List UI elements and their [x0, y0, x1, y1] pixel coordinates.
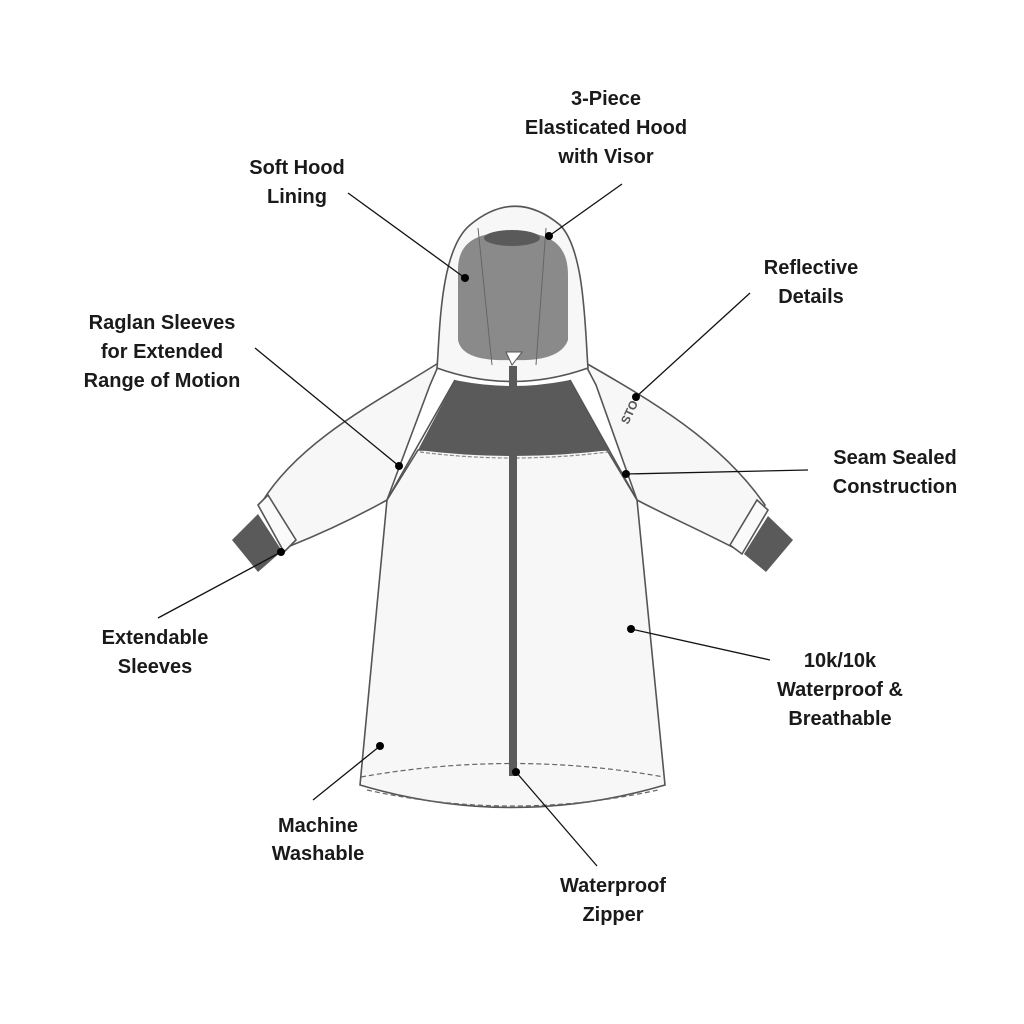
right-sleeve [582, 359, 766, 554]
raglan-seam [386, 379, 638, 501]
left-cuff-elastic [257, 493, 298, 554]
zipper-pull [505, 351, 524, 366]
visor-edge [484, 230, 540, 246]
zipper [509, 366, 517, 776]
coat: STO [232, 205, 793, 809]
right-cuff-elastic [728, 498, 770, 556]
callout-leaders [157, 183, 809, 867]
right-cuff [744, 516, 793, 572]
hood-panel-seams [477, 227, 547, 366]
hood-lining [458, 232, 568, 361]
